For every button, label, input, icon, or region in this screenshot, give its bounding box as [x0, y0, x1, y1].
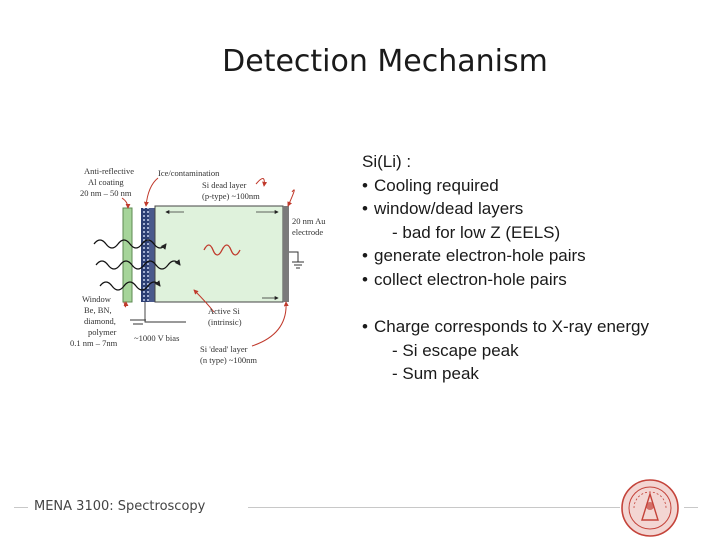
dead-layer — [149, 208, 155, 302]
bullet-cooling: Cooling required — [362, 174, 712, 198]
footer-rule-end — [684, 507, 698, 508]
label-intrinsic: (intrinsic) — [208, 317, 242, 327]
bullet-generate-pairs: generate electron-hole pairs — [362, 244, 712, 268]
label-al-thickness: 20 nm – 50 nm — [80, 188, 132, 198]
subitem-sum-peak: - Sum peak — [392, 364, 479, 383]
label-p-type: (p-type) ~100nm — [202, 191, 260, 201]
university-seal-icon — [621, 479, 679, 537]
label-window-thickness: 0.1 nm – 7nm — [70, 338, 118, 348]
label-si-dead-layer-bottom: Si 'dead' layer — [200, 344, 248, 354]
label-n-type: (n type) ~100nm — [200, 355, 257, 365]
back-electrode — [283, 206, 289, 302]
label-anti-reflective: Anti-reflective — [84, 166, 134, 176]
label-active-si: Active Si — [208, 306, 241, 316]
bullet-collect-pairs: collect electron-hole pairs — [362, 268, 712, 292]
notes-heading: Si(Li) : — [362, 152, 412, 171]
label-diamond: diamond, — [84, 316, 116, 326]
footer-rule-right — [248, 507, 620, 508]
footer-rule-left — [14, 507, 28, 508]
ice-contamination-layer — [141, 208, 149, 302]
label-au-electrode: 20 nm Au — [292, 216, 326, 226]
bias-wire — [144, 302, 186, 323]
window-layer — [122, 207, 133, 303]
bullet-charge-energy: Charge corresponds to X-ray energy — [362, 315, 712, 339]
label-al-coating: Al coating — [88, 177, 124, 187]
label-polymer: polymer — [88, 327, 116, 337]
label-electrode: electrode — [292, 227, 323, 237]
ground-symbol — [289, 251, 304, 269]
bullet-window-dead-layers: window/dead layers — [362, 197, 712, 221]
photon-wave-red — [203, 244, 241, 256]
xray-wave-1 — [93, 239, 167, 250]
label-window: Window — [82, 294, 112, 304]
label-ice-contamination: Ice/contamination — [158, 168, 220, 178]
label-window-materials: Be, BN, — [84, 305, 112, 315]
si-li-detector-diagram: Anti-reflective Al coating 20 nm – 50 nm… — [70, 166, 326, 365]
footer-course-label: MENA 3100: Spectroscopy — [34, 499, 206, 514]
label-bias: ~1000 V bias — [134, 333, 179, 343]
slide-title: Detection Mechanism — [222, 44, 548, 79]
xray-wave-2 — [95, 259, 181, 270]
label-si-dead-layer-top: Si dead layer — [202, 180, 247, 190]
xray-wave-3 — [99, 280, 161, 291]
subitem-escape-peak: - Si escape peak — [392, 340, 519, 360]
detector-notes: Si(Li) : Cooling required window/dead la… — [362, 150, 712, 386]
subitem-low-z: - bad for low Z (EELS) — [392, 222, 561, 242]
